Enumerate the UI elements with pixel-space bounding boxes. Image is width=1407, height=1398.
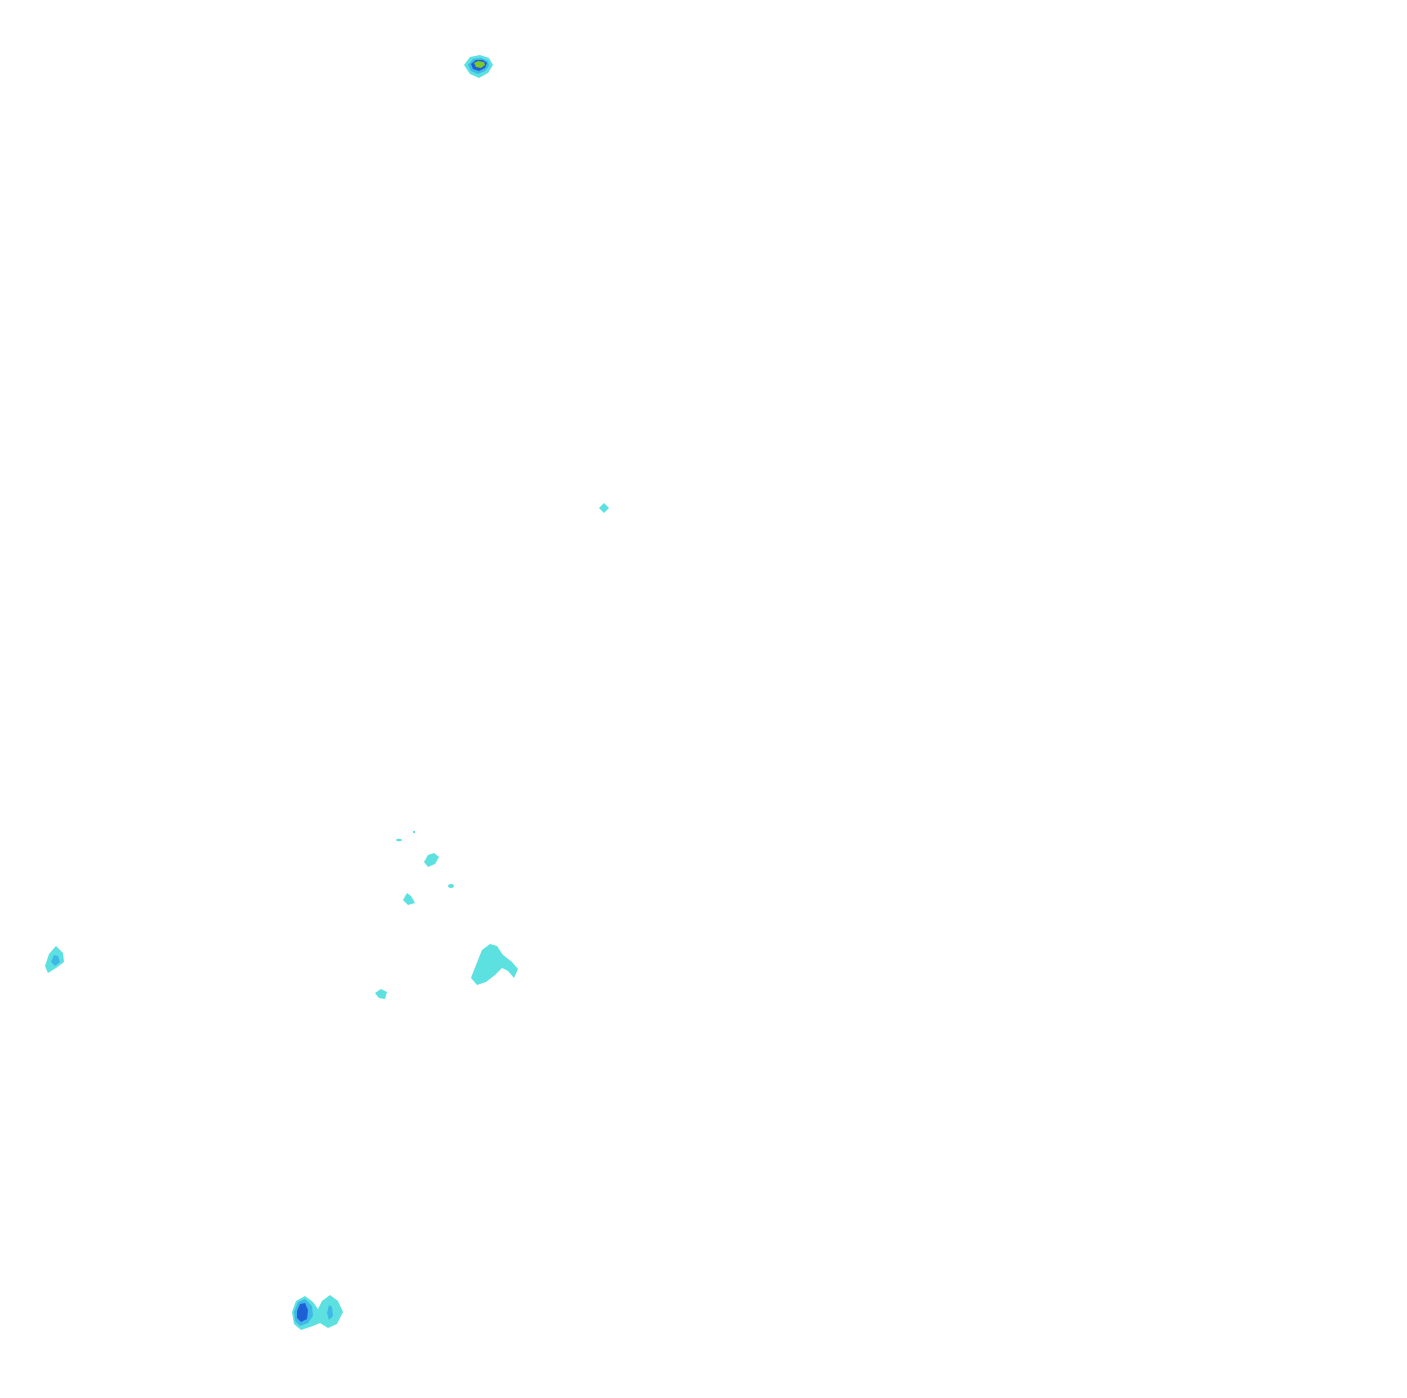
contour-level-peak: [474, 61, 485, 68]
contour-level-high: [297, 1303, 308, 1322]
contour-level-low: [375, 989, 387, 999]
contour-level-low: [424, 853, 439, 867]
contour-cell-south: [292, 1295, 343, 1330]
contour-cell-west: [45, 946, 64, 973]
contour-level-low: [396, 838, 402, 842]
contour-level-low: [599, 503, 609, 513]
contour-cell-arrow: [471, 944, 518, 985]
contour-cell-north: [464, 55, 493, 78]
contour-level-low: [412, 830, 416, 834]
contour-cell-scatter: [375, 830, 454, 999]
contour-level-low: [403, 893, 415, 905]
contour-cell-center: [599, 503, 609, 513]
contour-level-mid: [51, 955, 60, 966]
contour-level-low: [471, 944, 518, 985]
contour-level-mid: [327, 1305, 333, 1320]
contour-level-low: [448, 884, 454, 888]
